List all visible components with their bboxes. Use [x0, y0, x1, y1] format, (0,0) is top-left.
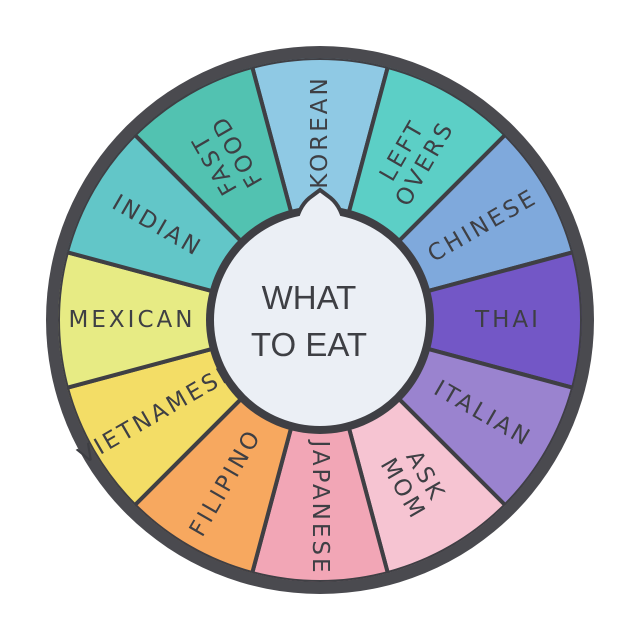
segment-label: MEXICAN — [69, 307, 196, 333]
segment-label: JAPANESE — [307, 438, 333, 575]
segment-label: KOREAN — [307, 75, 333, 188]
segment-label-group: THAI — [474, 307, 541, 333]
wheel-segment-japanese — [250, 318, 390, 582]
center-title-line1: WHAT — [262, 279, 357, 316]
hub-pointer — [293, 187, 347, 224]
hub-face — [214, 214, 426, 426]
segment-label: THAI — [474, 307, 541, 333]
segment-label-group: JAPANESE — [307, 438, 333, 575]
segment-label-group: MEXICAN — [69, 307, 196, 333]
center-hub[interactable]: WHAT TO EAT — [206, 187, 434, 434]
segment-label-group: KOREAN — [307, 75, 333, 188]
wheel-segment-mexican — [58, 250, 322, 390]
center-title-line2: TO EAT — [251, 326, 367, 363]
wheel-segment-thai — [318, 250, 582, 390]
